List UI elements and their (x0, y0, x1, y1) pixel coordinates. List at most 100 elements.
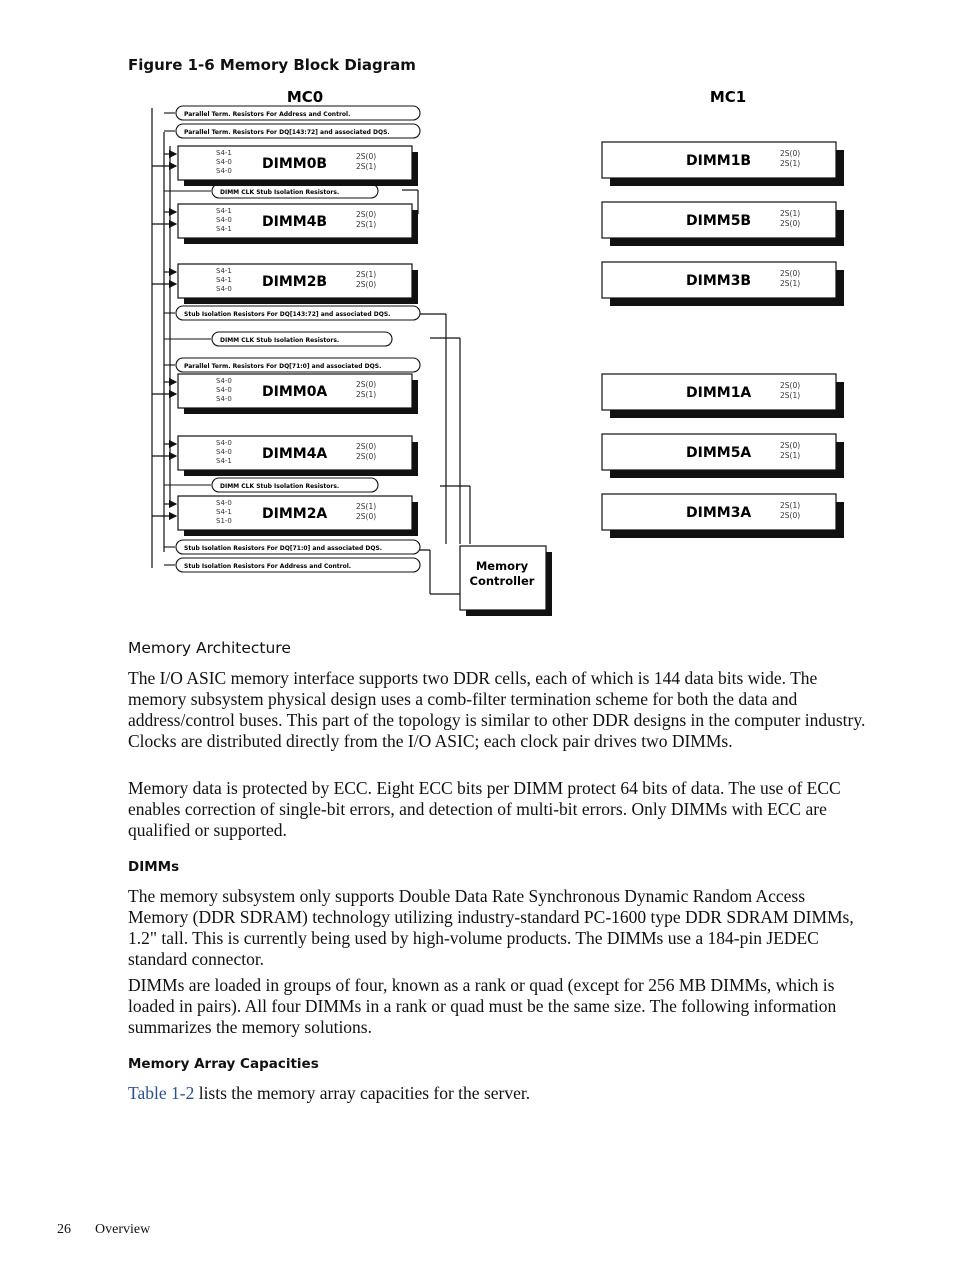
dimms-para1: The memory subsystem only supports Doubl… (128, 886, 854, 969)
dimm-right-label: 2S(1) (356, 390, 376, 399)
dimm-name: DIMM3A (686, 505, 751, 521)
memory-controller: Memory Controller (459, 545, 552, 616)
dimm-right-label: 2S(0) (780, 381, 800, 390)
dimm-right-label: 2S(0) (780, 441, 800, 450)
resistor-bus: Stub Isolation Resistors For DQ[71:0] an… (164, 539, 421, 555)
dimm-name: DIMM2B (262, 274, 327, 290)
dimm-name: DIMM2A (262, 506, 327, 522)
dimm-right-label: 2S(1) (780, 159, 800, 168)
resistor-bus: DIMM CLK Stub Isolation Resistors. (164, 331, 393, 347)
dimm-right-label: 2S(0) (356, 442, 376, 451)
dimm-right-label: 2S(0) (356, 380, 376, 389)
capacities-text: lists the memory array capacities for th… (194, 1083, 531, 1103)
resistor-bus: Parallel Term. Resistors For DQ[143:72] … (164, 123, 421, 139)
dimm-right-label: 2S(0) (356, 452, 376, 461)
dimm-left-label: S4-0 (216, 216, 232, 224)
dimm-left-label: S4-0 (216, 158, 232, 166)
dimm-right-label: 2S(1) (356, 162, 376, 171)
dimm-name: DIMM0A (262, 384, 327, 400)
dimm-name: DIMM5A (686, 445, 751, 461)
dimm-right-label: 2S(1) (356, 502, 376, 511)
dimm-right-label: 2S(0) (780, 219, 800, 228)
dimm-left-label: S1-0 (216, 517, 232, 525)
dimm-right-label: 2S(0) (356, 210, 376, 219)
resistor-bus: Stub Isolation Resistors For DQ[143:72] … (164, 305, 421, 321)
dimm-right-label: 2S(1) (356, 220, 376, 229)
dimms-heading: DIMMs (128, 859, 180, 875)
dimm-left-label: S4-1 (216, 457, 232, 465)
resistor-bus-label: Parallel Term. Resistors For Address and… (184, 111, 350, 118)
dimm-name: DIMM3B (686, 273, 751, 289)
dimm-left-label: S4-1 (216, 149, 232, 157)
dimm-right-label: 2S(1) (780, 391, 800, 400)
dimm-dimm5a: DIMM5A 2S(0)2S(1) (601, 433, 844, 478)
dimm-dimm2a: S4-0S4-1S1-0 DIMM2A 2S(1)2S(0) (152, 495, 418, 536)
resistor-bus-label: Parallel Term. Resistors For DQ[143:72] … (184, 129, 390, 136)
dimm-right-label: 2S(0) (780, 149, 800, 158)
capacities-para: Table 1-2 lists the memory array capacit… (128, 1083, 868, 1104)
resistor-bus-label: Stub Isolation Resistors For DQ[143:72] … (184, 311, 390, 318)
dimm-name: DIMM0B (262, 156, 327, 172)
dimm-right-label: 2S(0) (780, 269, 800, 278)
dimm-left-label: S4-1 (216, 267, 232, 275)
dimm-right-label: 2S(0) (356, 512, 376, 521)
dimm-right-label: 2S(1) (780, 501, 800, 510)
dimm-dimm3a: DIMM3A 2S(1)2S(0) (601, 493, 844, 538)
footer-section-name: Overview (95, 1222, 151, 1237)
dimm-left-label: S4-1 (216, 207, 232, 215)
dimm-left-label: S4-1 (216, 508, 232, 516)
resistor-bus: DIMM CLK Stub Isolation Resistors. (164, 477, 379, 493)
dimm-left-label: S4-1 (216, 225, 232, 233)
memory-architecture-para2: Memory data is protected by ECC. Eight E… (128, 778, 841, 840)
dimm-left-label: S4-0 (216, 499, 232, 507)
dimm-left-label: S4-0 (216, 439, 232, 447)
dimm-right-label: 2S(1) (780, 279, 800, 288)
dimm-left-label: S4-1 (216, 276, 232, 284)
dimm-right-label: 2S(0) (356, 152, 376, 161)
dimm-name: DIMM1B (686, 153, 751, 169)
dimm-dimm3b: DIMM3B 2S(0)2S(1) (601, 261, 844, 306)
dimms-para2: DIMMs are loaded in groups of four, know… (128, 975, 837, 1037)
resistor-bus-label: Parallel Term. Resistors For DQ[71:0] an… (184, 363, 381, 370)
dimm-right-label: 2S(1) (780, 209, 800, 218)
dimm-dimm5b: DIMM5B 2S(1)2S(0) (601, 201, 844, 246)
memory-array-capacities-heading: Memory Array Capacities (128, 1056, 319, 1072)
dimm-right-label: 2S(0) (780, 511, 800, 520)
controller-label-line1: Memory (476, 559, 529, 573)
resistor-bus: Parallel Term. Resistors For DQ[71:0] an… (164, 357, 421, 373)
dimm-left-label: S4-0 (216, 448, 232, 456)
dimm-left-label: S4-0 (216, 377, 232, 385)
table-1-2-link[interactable]: Table 1-2 (128, 1083, 195, 1103)
dimm-right-label: 2S(1) (780, 451, 800, 460)
resistor-bus: Stub Isolation Resistors For Address and… (164, 557, 421, 573)
dimm-left-label: S4-0 (216, 395, 232, 403)
resistor-bus: DIMM CLK Stub Isolation Resistors. (164, 183, 379, 199)
resistor-bus-label: Stub Isolation Resistors For DQ[71:0] an… (184, 545, 382, 552)
figure-caption: Figure 1-6 Memory Block Diagram (128, 56, 416, 74)
dimm-dimm1b: DIMM1B 2S(0)2S(1) (601, 141, 844, 186)
dimm-dimm1a: DIMM1A 2S(0)2S(1) (601, 373, 844, 418)
resistor-bus-label: DIMM CLK Stub Isolation Resistors. (220, 483, 339, 490)
controller-label-line2: Controller (470, 574, 535, 588)
memory-block-diagram: Parallel Term. Resistors For Address and… (151, 88, 844, 616)
dimm-left-label: S4-0 (216, 386, 232, 394)
page-number: 26 (57, 1222, 71, 1237)
resistor-bus-label: DIMM CLK Stub Isolation Resistors. (220, 189, 339, 196)
dimm-name: DIMM1A (686, 385, 751, 401)
dimm-left-label: S4-0 (216, 167, 232, 175)
dimm-name: DIMM4A (262, 446, 327, 462)
mc1-label: MC1 (710, 88, 746, 106)
mc0-label: MC0 (287, 88, 323, 106)
dimm-name: DIMM5B (686, 213, 751, 229)
dimm-right-label: 2S(1) (356, 270, 376, 279)
resistor-bus: Parallel Term. Resistors For Address and… (164, 105, 421, 121)
memory-architecture-heading: Memory Architecture (128, 639, 291, 657)
memory-architecture-para1: The I/O ASIC memory interface supports t… (128, 668, 866, 751)
resistor-bus-label: Stub Isolation Resistors For Address and… (184, 563, 351, 570)
dimm-name: DIMM4B (262, 214, 327, 230)
